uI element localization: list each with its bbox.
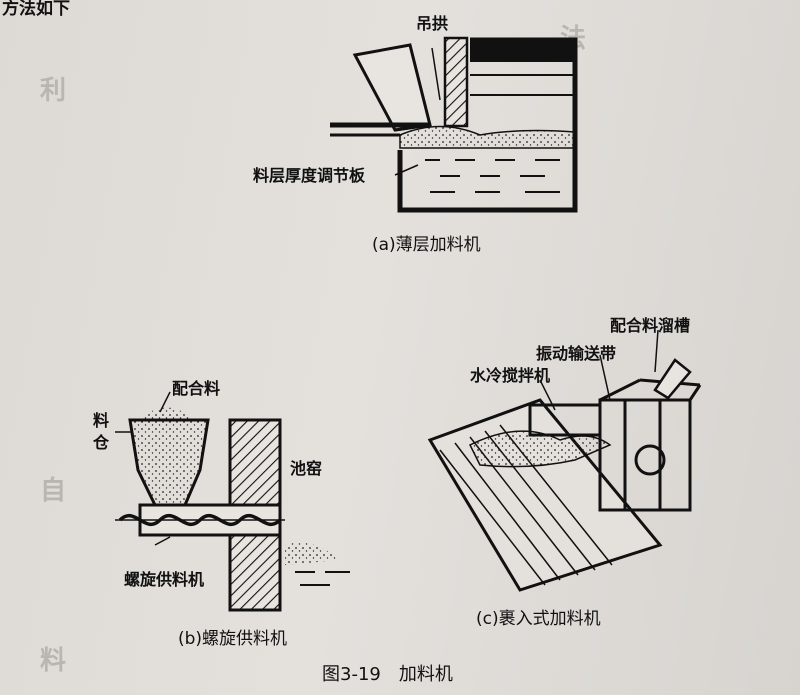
label-batch-chute: 配合料溜槽: [610, 316, 691, 335]
caption-panel-b: (b)螺旋供料机: [178, 629, 288, 649]
label-batch: 配合料: [172, 379, 221, 398]
label-tank-furnace: 池窑: [290, 459, 323, 478]
label-bin: 料仓: [93, 411, 110, 452]
figure-title: 图3-19 加料机: [322, 664, 453, 685]
page-top-fragment: 方法如下: [2, 0, 70, 19]
label-vibrating-conveyor: 振动输送带: [536, 344, 617, 363]
panel-b-drawing: [115, 391, 350, 612]
label-arch: 吊拱: [416, 14, 449, 33]
label-water-cooled-mixer: 水冷搅拌机: [470, 366, 551, 385]
label-layer-plate: 料层厚度调节板: [253, 166, 366, 185]
label-screw-feeder: 螺旋供料机: [124, 570, 205, 589]
bleed-through-text: 利: [40, 76, 69, 106]
caption-panel-c: (c)裹入式加料机: [476, 609, 601, 629]
panel-a-drawing: [330, 36, 578, 213]
caption-panel-a: (a)薄层加料机: [372, 235, 481, 255]
panel-c-drawing: [427, 329, 702, 592]
bleed-through-text: 料: [40, 646, 69, 676]
bleed-through-text: 自: [40, 476, 69, 506]
